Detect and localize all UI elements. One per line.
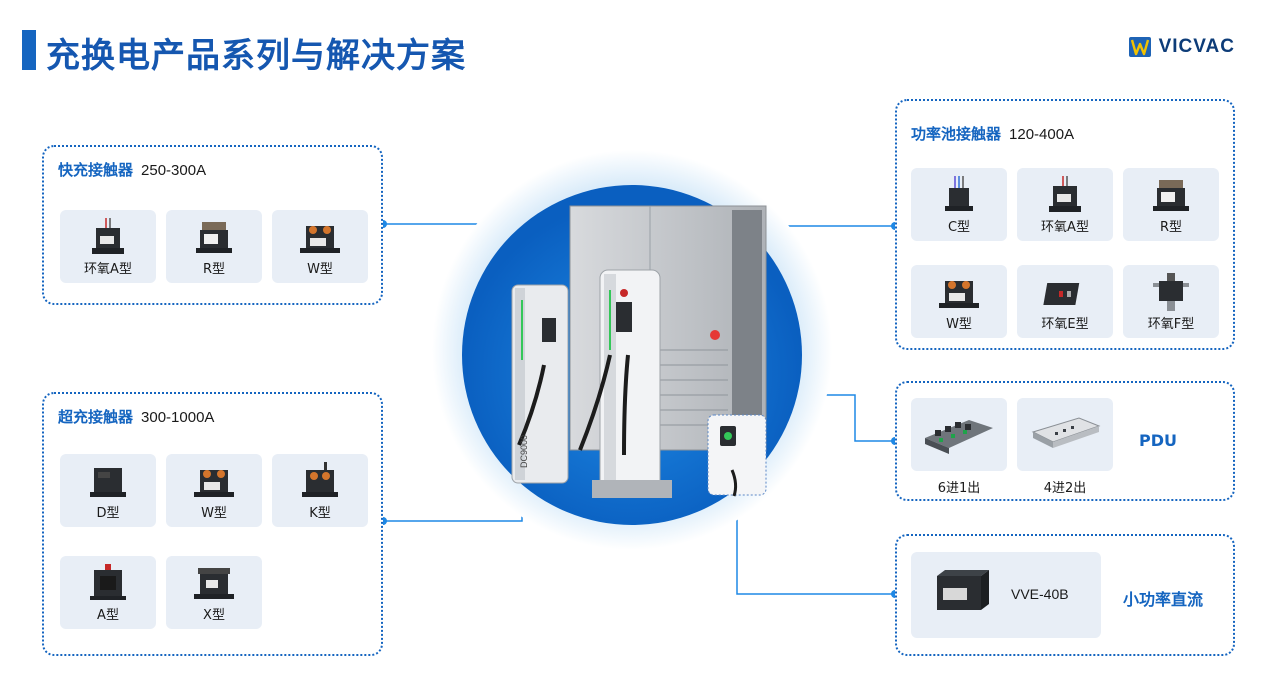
product-card-fast-r[interactable]: R型 [166,210,262,283]
power-pool-range: 120-400A [1009,126,1075,143]
page-title: 充换电产品系列与解决方案 [46,36,466,76]
pool-item-label: 环氧F型 [1147,317,1195,332]
contactor-epoxy-e-icon [1043,283,1080,305]
pdu-title: PDU [1139,431,1177,450]
fast-charge-name: 快充接触器 [58,161,134,179]
product-card-pool-epoxy-e[interactable]: 环氧E型 [1017,265,1113,338]
contactor-epoxy-a-icon [1049,176,1081,212]
product-card-pool-w[interactable]: W型 [911,265,1007,338]
power-pool-contactor-panel: 功率池接触器 120-400A C型 环氧A型 R型 W型 环氧E型 [895,99,1235,350]
product-card-super-w[interactable]: W型 [166,454,262,527]
contactor-w-icon [300,226,340,253]
brand-name: VICVAC [1158,36,1235,57]
product-card-super-x[interactable]: X型 [166,556,262,629]
title-accent-bar [22,30,36,70]
pdu-item-label: 4进2出 [1043,481,1087,496]
contactor-epoxy-a-icon [92,218,124,254]
product-card-pool-c[interactable]: C型 [911,168,1007,241]
product-card-pdu-6in1out[interactable] [911,398,1007,471]
product-card-super-a[interactable]: A型 [60,556,156,629]
super-item-label: D型 [96,506,120,521]
fast-charge-heading: 快充接触器 250-300A [58,159,206,180]
contactor-w-icon [939,281,979,308]
power-pool-heading: 功率池接触器 120-400A [911,123,1074,144]
charger-side-text: DC9000 [519,435,529,468]
pool-item-label: W型 [946,317,972,332]
product-card-pool-r[interactable]: R型 [1123,168,1219,241]
contactor-r-icon [1153,180,1189,211]
pool-item-label: R型 [1159,220,1183,235]
contactor-epoxy-f-icon [1153,273,1189,311]
fast-item-label: R型 [202,262,226,277]
pool-item-label: C型 [947,220,971,235]
contactor-x-icon [194,568,234,599]
vicvac-logo-icon [1128,37,1151,57]
super-charge-contactor-panel: 超充接触器 300-1000A D型 W型 K型 A型 X型 [42,392,383,656]
pool-item-label: 环氧A型 [1041,220,1089,235]
super-item-label: X型 [203,608,225,623]
low-power-dc-panel: VVE-40B 小功率直流 [895,534,1235,656]
fast-item-label: W型 [307,262,333,277]
product-card-pool-epoxy-f[interactable]: 环氧F型 [1123,265,1219,338]
product-card-pool-epoxy-a[interactable]: 环氧A型 [1017,168,1113,241]
relay-vve-40b-icon [937,570,989,610]
brand-logo: VICVAC [1128,36,1235,58]
super-charge-name: 超充接触器 [58,408,134,426]
contactor-a-icon [90,564,126,600]
super-item-label: W型 [201,506,227,521]
fast-charge-range: 250-300A [141,162,207,179]
product-card-pdu-4in2out[interactable] [1017,398,1113,471]
product-card-super-k[interactable]: K型 [272,454,368,527]
product-card-super-d[interactable]: D型 [60,454,156,527]
super-charge-heading: 超充接触器 300-1000A [58,406,214,427]
pdu-6in1out-icon [925,420,993,454]
product-card-vve-40b[interactable]: VVE-40B [911,552,1101,638]
product-card-fast-w[interactable]: W型 [272,210,368,283]
super-item-label: K型 [309,506,331,521]
pool-item-label: 环氧E型 [1041,317,1089,332]
pdu-panel: 6进1出 4进2出 PDU [895,381,1235,501]
vve-40b-model: VVE-40B [1011,586,1069,602]
contactor-c-icon [945,176,973,211]
charging-station-illustration: DC9000 [432,150,832,550]
power-pool-name: 功率池接触器 [911,125,1002,143]
contactor-d-icon [90,468,126,497]
fast-item-label: 环氧A型 [84,262,132,277]
pdu-item-label: 6进1出 [937,481,981,496]
contactor-w-icon [194,470,234,497]
contactor-k-icon [302,462,338,497]
low-power-dc-title: 小功率直流 [1123,590,1204,609]
pdu-4in2out-icon [1031,417,1101,448]
product-card-fast-epoxy-a[interactable]: 环氧A型 [60,210,156,283]
super-item-label: A型 [97,608,119,623]
contactor-r-icon [196,222,232,253]
super-charge-range: 300-1000A [141,409,215,426]
fast-charge-contactor-panel: 快充接触器 250-300A 环氧A型 R型 W型 [42,145,383,305]
